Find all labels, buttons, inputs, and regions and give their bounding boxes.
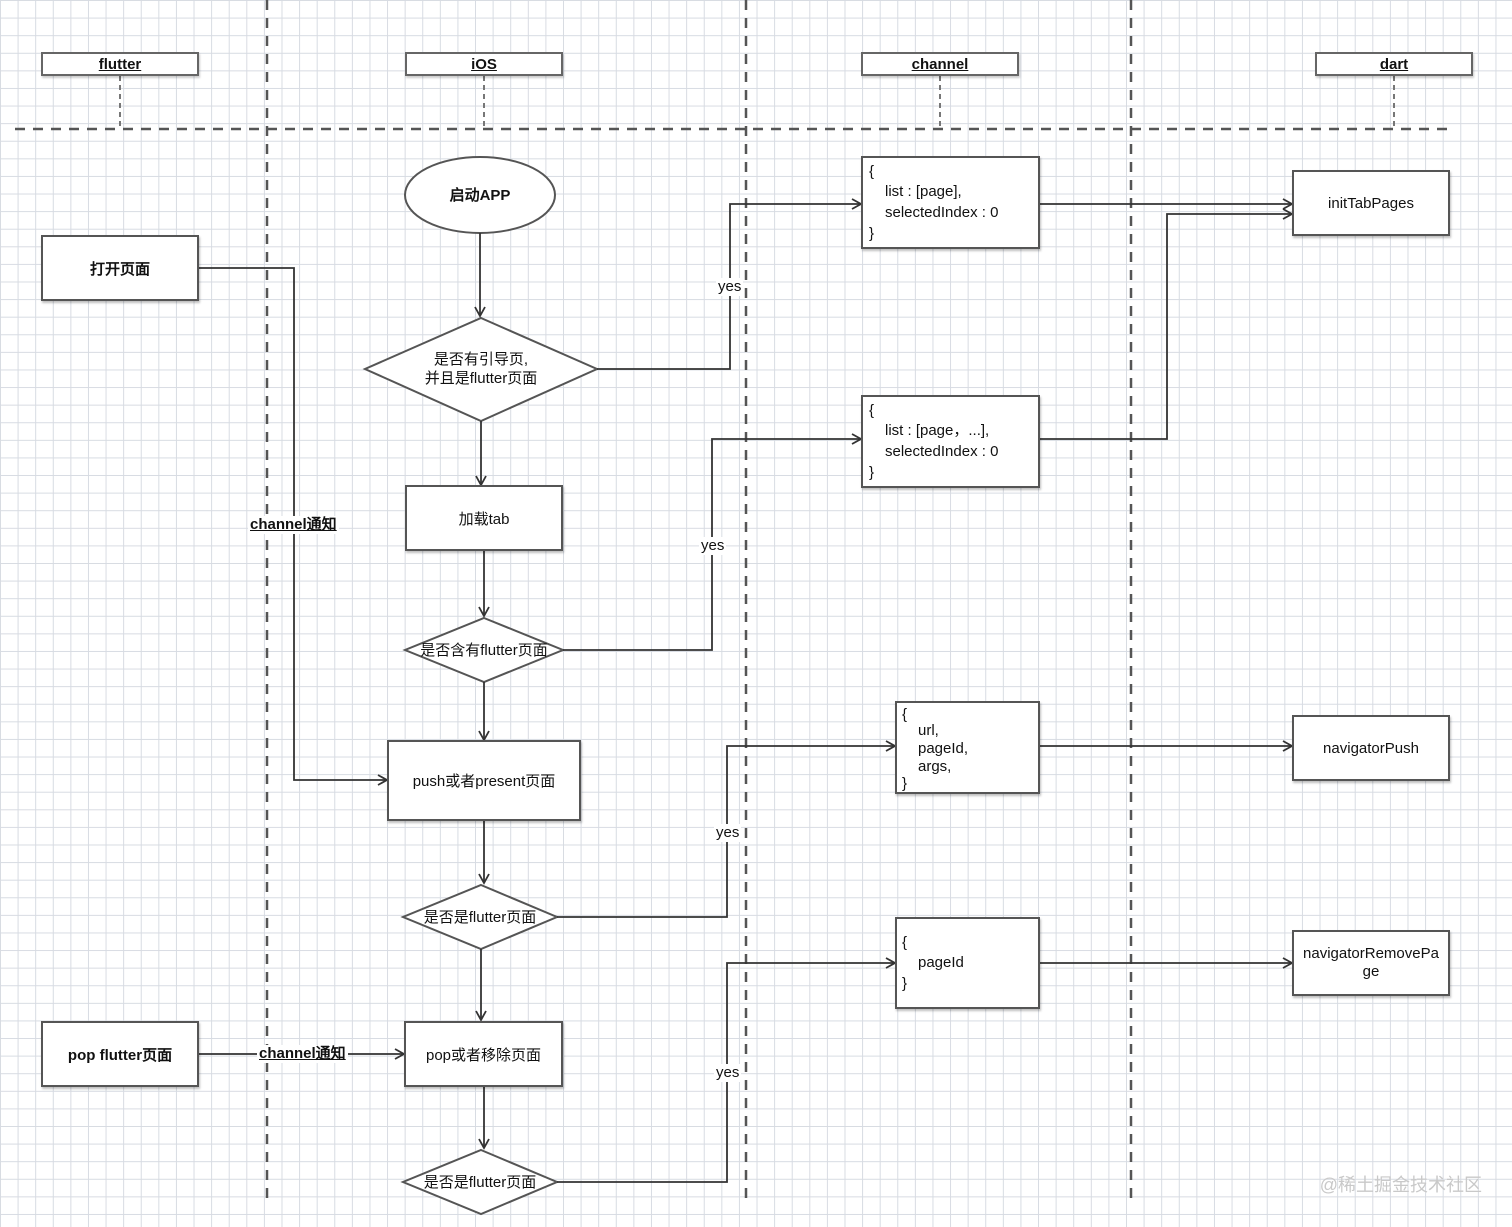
payload-3-close: } (902, 775, 908, 792)
payload-3-line-3: args, (918, 758, 952, 775)
navigator-push-node: navigatorPush (1292, 715, 1450, 781)
lane-header-dart: dart (1315, 52, 1473, 76)
payload-1-line-2: selectedIndex : 0 (885, 204, 999, 222)
pop-flutter-page-node: pop flutter页面 (41, 1021, 199, 1087)
payload-3-line-2: pageId, (918, 740, 969, 757)
navigator-remove-line-2: ge (1362, 963, 1380, 980)
channel-payload-3: { url, pageId, args, } (895, 701, 1040, 794)
payload-1-close: } (869, 224, 875, 242)
payload-3-line-1: url, (918, 722, 939, 739)
channel-notify-label-2: channel通知 (257, 1045, 348, 1063)
decision-guide-line-1: 是否有引导页, (433, 351, 529, 368)
decision-guide-line-2: 并且是flutter页面 (424, 370, 538, 387)
lane-header-ios: iOS (405, 52, 563, 76)
payload-4-close: } (902, 975, 908, 992)
watermark: @稀土掘金技术社区 (1319, 1175, 1482, 1195)
channel-payload-2: { list : [page，...], selectedIndex : 0 } (861, 395, 1040, 488)
start-app-label: 启动APP (449, 186, 511, 204)
decision-is-flutter-2-shape (400, 1148, 560, 1216)
yes-label-1: yes (716, 278, 744, 296)
init-tab-pages-node: initTabPages (1292, 170, 1450, 236)
pop-remove-node: pop或者移除页面 (404, 1021, 563, 1087)
payload-4-open: { (902, 934, 908, 951)
payload-2-line-2: selectedIndex : 0 (885, 443, 999, 461)
payload-2-close: } (869, 463, 875, 481)
decision-is-flutter-2-text: 是否是flutter页面 (423, 1173, 537, 1191)
yes-label-4: yes (714, 1064, 742, 1082)
navigator-remove-line-1: navigatorRemovePa (1303, 945, 1439, 962)
channel-notify-label-1: channel通知 (248, 516, 339, 534)
payload-4-line-1: pageId (918, 954, 964, 971)
payload-2-line-1: list : [page，...], (885, 421, 990, 439)
push-present-node: push或者present页面 (387, 740, 581, 821)
lane-header-channel: channel (861, 52, 1019, 76)
payload-2-open: { (869, 402, 875, 419)
payload-1-line-1: list : [page], (885, 182, 962, 200)
navigator-remove-page-node: navigatorRemovePa ge (1292, 930, 1450, 996)
payload-3-open: { (902, 706, 908, 723)
yes-label-2: yes (699, 537, 727, 555)
lane-header-flutter: flutter (41, 52, 199, 76)
decision-has-flutter-text: 是否含有flutter页面 (420, 641, 548, 659)
decision-guide-text: 是否有引导页, 并且是flutter页面 (380, 345, 582, 393)
yes-label-3: yes (714, 824, 742, 842)
channel-payload-4: { pageId } (895, 917, 1040, 1009)
payload-1-open: { (869, 163, 875, 180)
load-tab-node: 加载tab (405, 485, 563, 551)
decision-is-flutter-1-text: 是否是flutter页面 (423, 908, 537, 926)
open-page-node: 打开页面 (41, 235, 199, 301)
channel-payload-1: { list : [page], selectedIndex : 0 } (861, 156, 1040, 249)
